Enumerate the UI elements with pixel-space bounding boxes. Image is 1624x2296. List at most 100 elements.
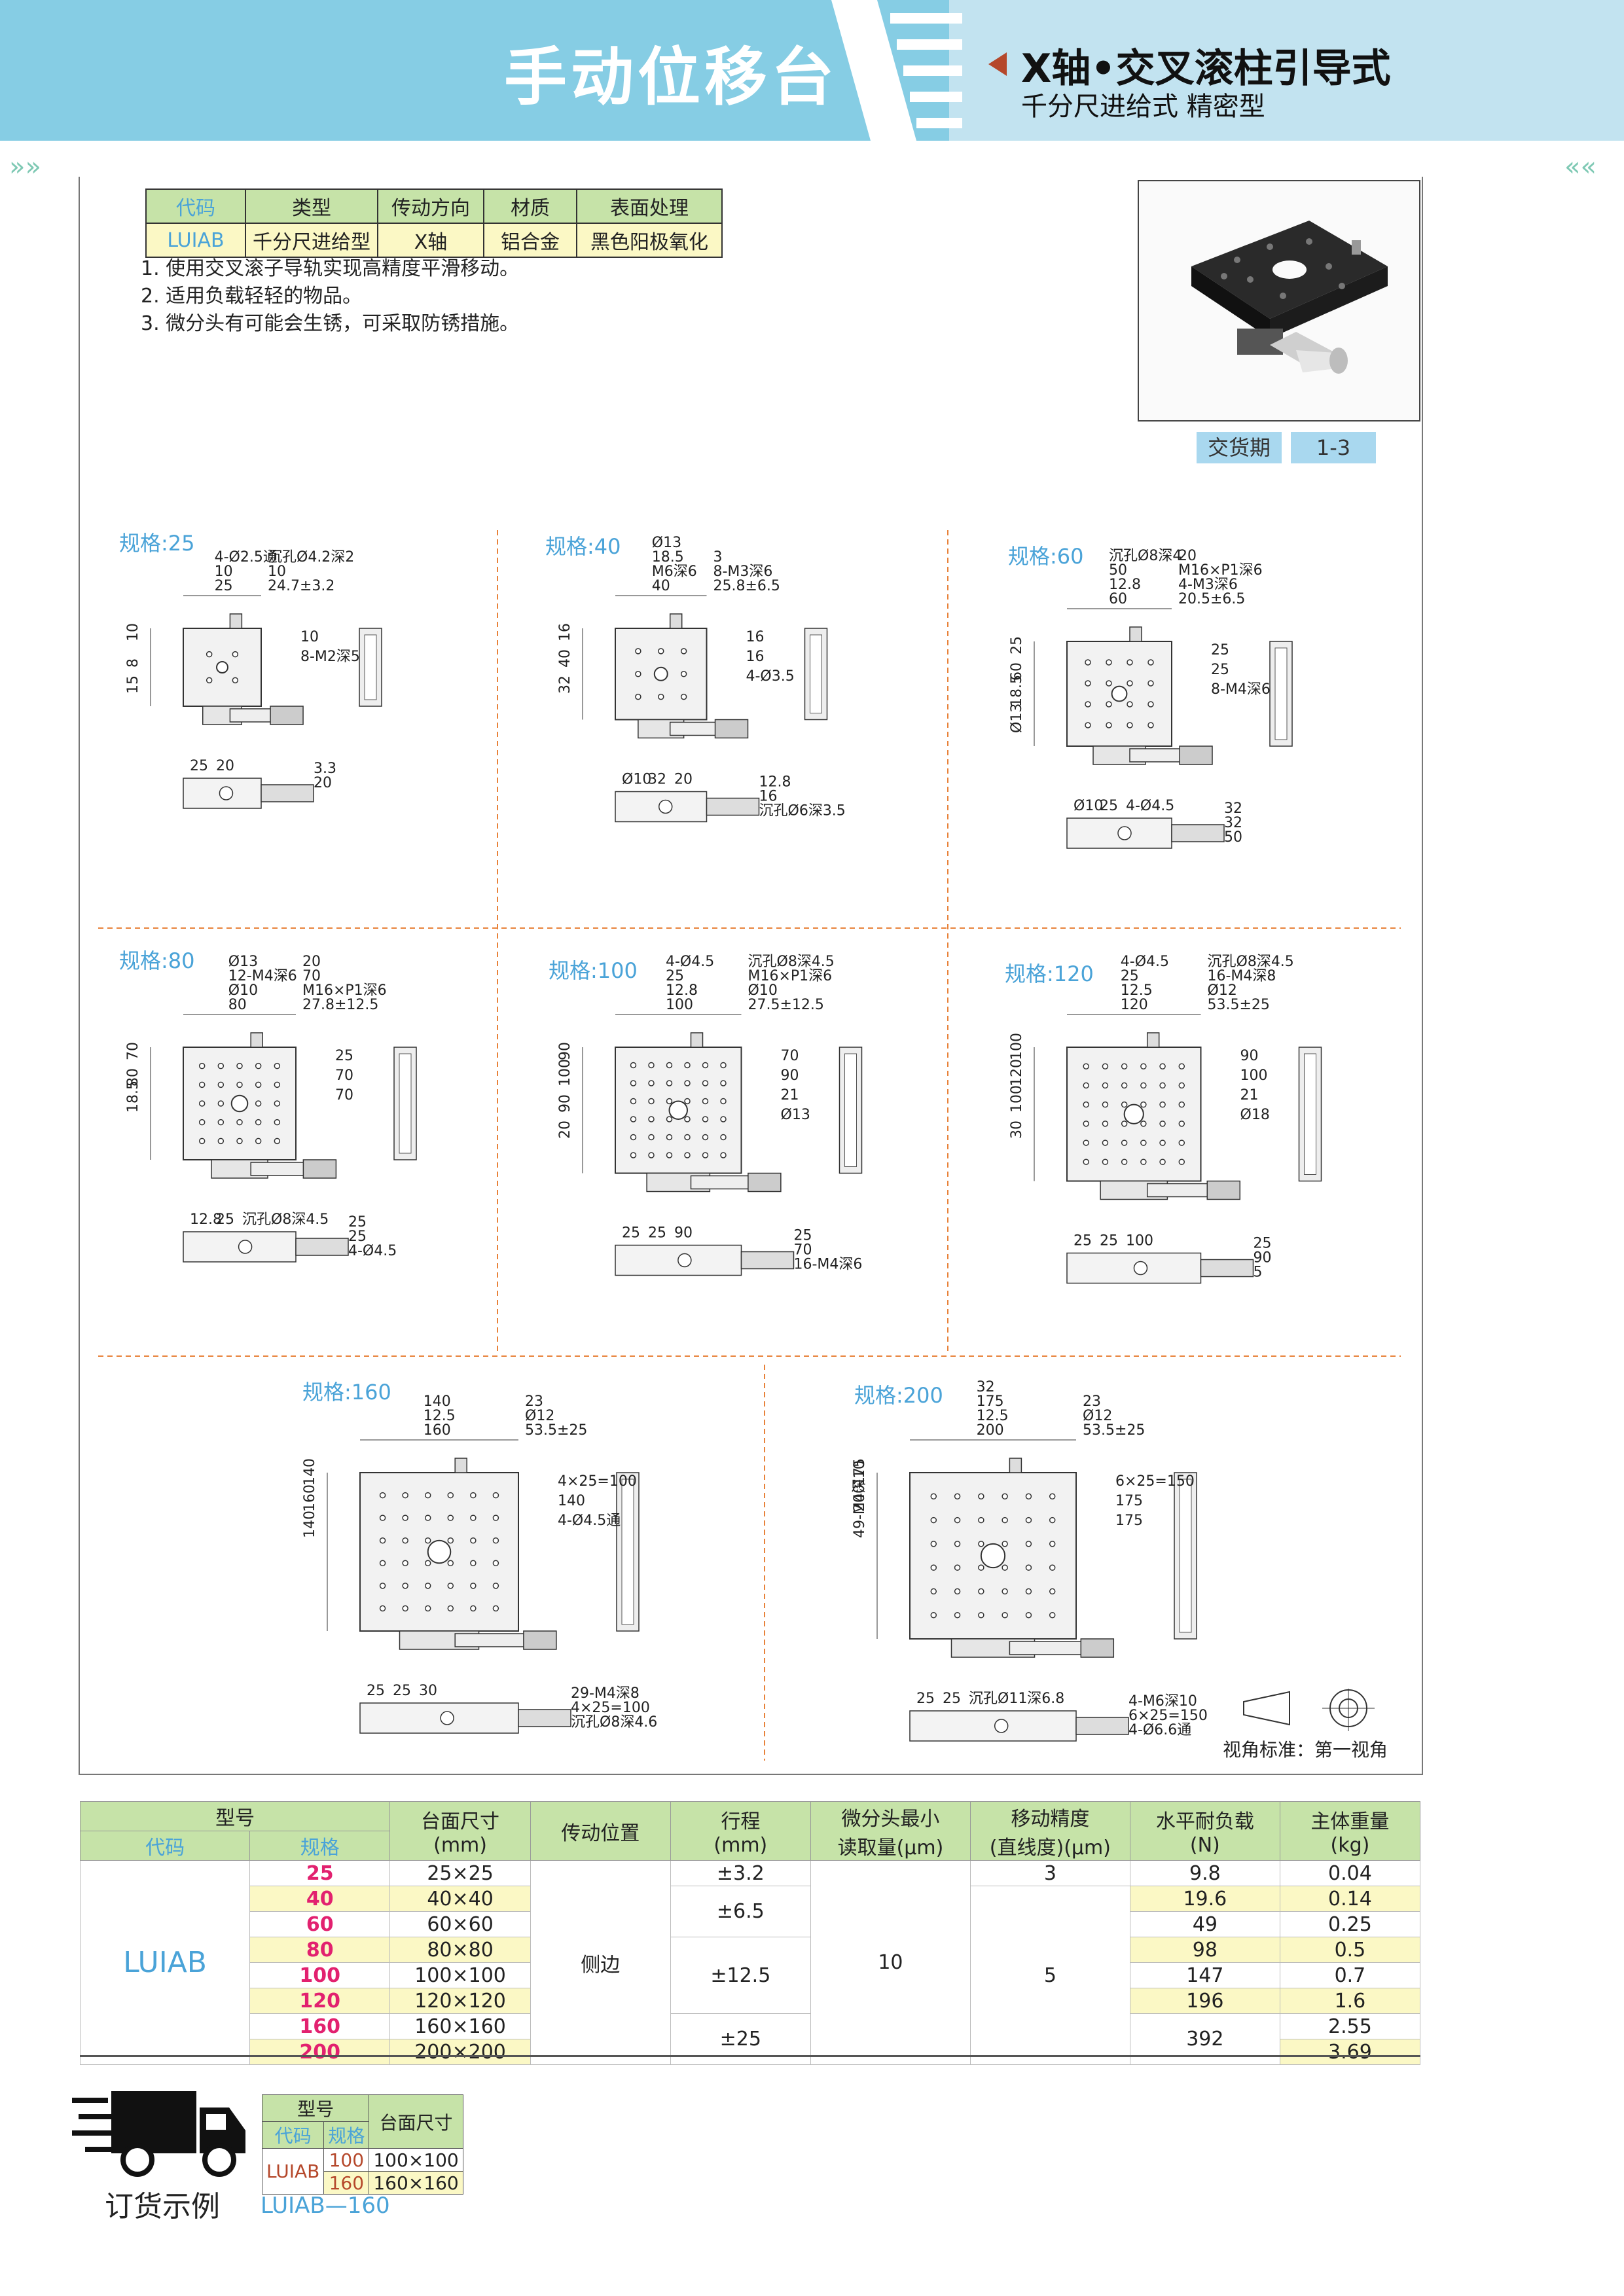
drawing-size-60: 规格:60 (1008, 540, 1084, 570)
mount-hole (1025, 1588, 1032, 1595)
mount-hole (255, 1138, 262, 1145)
mount-hole (1025, 1541, 1032, 1547)
dimension-label: M16×P1深6 (748, 968, 833, 984)
mount-hole (236, 1081, 243, 1088)
mount-hole (402, 1515, 408, 1521)
table-row: LUIAB 25 25×25 侧边 ±3.2 10 3 9.8 0.04 (79, 1860, 1421, 2065)
dimension-label: 16-M4深6 (794, 1257, 863, 1273)
mount-hole (630, 1062, 637, 1069)
mount-hole (424, 1492, 431, 1499)
lock-knob (454, 1458, 467, 1473)
dimension-label: 18.5 (125, 1081, 141, 1113)
row-load: 49 (1129, 1911, 1280, 1937)
mount-hole (379, 1492, 386, 1499)
mount-hole (684, 1116, 691, 1122)
mount-hole (720, 1080, 727, 1086)
mount-hole (379, 1537, 386, 1544)
order-table-size: 100×100 (369, 2148, 463, 2172)
mount-hole (1106, 701, 1112, 708)
dimension-label: 沉孔Ø8深4.5 (748, 954, 835, 970)
dimension-label: 4-Ø4.5 (348, 1243, 397, 1259)
dimension-label: Ø12 (1083, 1408, 1112, 1424)
mount-hole (702, 1152, 709, 1158)
mount-hole (1025, 1516, 1032, 1524)
dimension-label: 12.8 (759, 774, 791, 791)
dimension-label: 90 (557, 1094, 573, 1113)
mount-hole (232, 677, 239, 684)
dimension-label: 沉孔Ø8深4.5 (1208, 954, 1294, 970)
dimension-label: 4-Ø2.5通 (215, 549, 278, 565)
mount-hole (1083, 1101, 1089, 1108)
mount-hole (1127, 722, 1133, 728)
dimension-label: 27.5±12.5 (748, 997, 824, 1013)
mount-hole (217, 1081, 225, 1088)
mount-hole (720, 1098, 727, 1105)
projection-note: 视角标准：第一视角 (1223, 1739, 1388, 1761)
dimension-label: 30 (419, 1683, 437, 1699)
dimension-label: 49-M4深10 (852, 1460, 868, 1538)
dimension-label: Ø13 (652, 535, 681, 551)
row-size: 25 (249, 1860, 391, 1886)
mount-hole (648, 1134, 655, 1141)
dimension-label: Ø12 (1208, 982, 1237, 999)
row-load: 196 (1129, 1988, 1280, 2014)
dimension-label: 25 (1254, 1236, 1272, 1252)
micrometer-thimble (1179, 745, 1213, 765)
mount-hole (1178, 1101, 1185, 1108)
center-hole (668, 1100, 688, 1120)
spec-material-value: 铝合金 (483, 223, 577, 258)
mount-hole (1085, 659, 1091, 666)
product-subtitle-secondary: 千分尺进给式 精密型 (1021, 92, 1265, 122)
dimension-label: 10 (300, 629, 319, 645)
mount-hole (1102, 1082, 1109, 1089)
mount-hole (1178, 1082, 1185, 1089)
mount-hole (680, 648, 687, 655)
dimension-label: 20.5±6.5 (1178, 591, 1245, 607)
dimension-label: 160 (424, 1422, 451, 1439)
mount-hole (630, 1134, 637, 1141)
mount-hole (1121, 1139, 1128, 1146)
dimension-label: 4-M6深10 (1128, 1693, 1197, 1710)
mount-hole (1102, 1139, 1109, 1146)
mount-hole (1121, 1063, 1128, 1069)
mount-hole (1085, 680, 1091, 687)
dimension-label: 53.5±25 (1083, 1422, 1145, 1439)
note-item: 3. 微分头有可能会生锈，可采取防锈措施。 (141, 312, 520, 335)
dimension-label: 25 (215, 578, 233, 594)
dimension-label: 70 (302, 968, 321, 984)
dimension-label: 8-M4深6 (1211, 681, 1271, 698)
mount-hole (1049, 1493, 1056, 1500)
mount-hole (1106, 659, 1112, 666)
dimension-label: 53.5±25 (1208, 997, 1270, 1013)
mount-hole (648, 1116, 655, 1122)
mount-hole (255, 1062, 262, 1069)
front-micrometer (1171, 824, 1225, 842)
mount-hole (470, 1492, 477, 1499)
mount-hole (217, 1119, 225, 1126)
mount-hole (447, 1560, 454, 1567)
drawing-size-120: 规格:120 (1005, 958, 1094, 988)
dimension-label: 50 (1109, 562, 1127, 579)
dimension-label: Ø10 (228, 982, 258, 999)
dimension-label: 27.8±12.5 (302, 997, 378, 1013)
dimension-label: 140 (302, 1511, 318, 1538)
dimension-label: 15 (125, 675, 141, 694)
spec-size-value: 120 (1053, 961, 1094, 986)
mount-hole (666, 1116, 673, 1122)
mount-hole (492, 1583, 499, 1589)
row-load: 19.6 (1129, 1886, 1280, 1912)
mount-hole (1049, 1516, 1056, 1524)
drawing-size-100: 规格:100 (549, 954, 638, 984)
center-hole (230, 1094, 249, 1113)
dimension-label: 沉孔Ø11深6.8 (969, 1691, 1064, 1707)
dimension-label: 20 (1178, 548, 1197, 564)
header-code: 代码 (79, 1831, 251, 1861)
dimension-label: 6×25=150 (1128, 1708, 1208, 1724)
dimension-label: 175 (977, 1393, 1004, 1410)
front-micrometer (706, 797, 760, 816)
dimension-label: M16×P1深6 (1178, 562, 1263, 579)
